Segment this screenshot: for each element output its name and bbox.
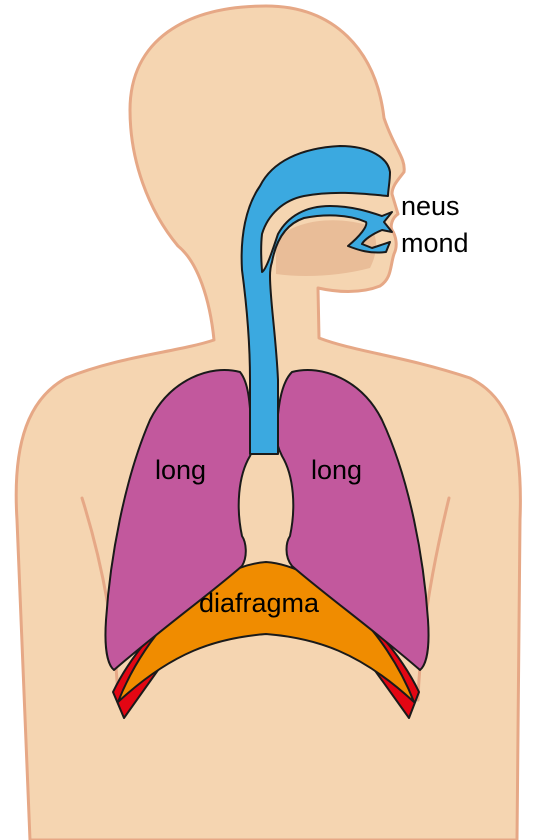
mouth-label: mond [401,228,469,258]
left-lung [104,369,255,671]
mouth-cavity [276,220,377,276]
diaphragm-label: diafragma [199,588,320,618]
right-arm-crease [416,496,451,702]
nose-label: neus [401,191,460,221]
left-lung-label: long [155,455,206,485]
airway [240,145,393,455]
right-lung [275,369,430,671]
right-lung-label: long [311,455,362,485]
